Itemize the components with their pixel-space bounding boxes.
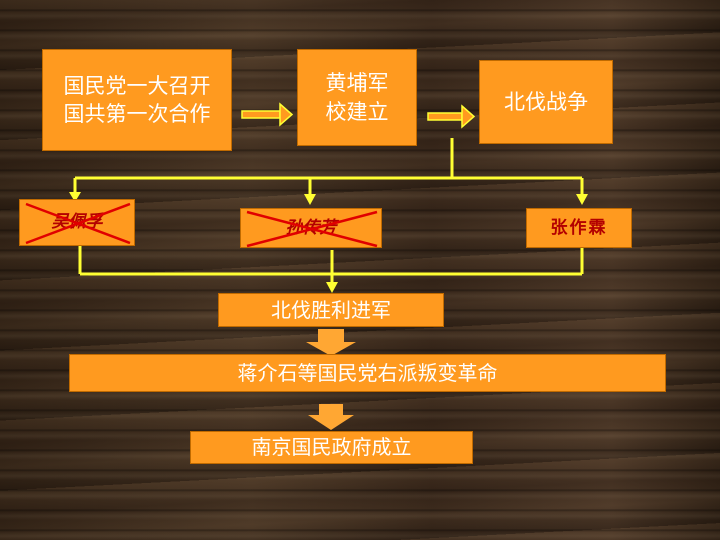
cross-mark-icon xyxy=(246,210,378,248)
arrow-congress-to-whampoa xyxy=(241,102,294,127)
node-victory-advance-label: 北伐胜利进军 xyxy=(271,297,391,322)
merge-connector xyxy=(78,246,584,284)
node-chiang-betrayal: 蒋介石等国民党右派叛变革命 xyxy=(69,354,666,392)
node-kmt-congress-line2: 国共第一次合作 xyxy=(63,102,211,126)
node-chiang-betrayal-label: 蒋介石等国民党右派叛变革命 xyxy=(237,360,498,385)
node-kmt-congress-line1: 国民党一大召开 xyxy=(63,73,211,98)
node-kmt-congress: 国民党一大召开 国共第一次合作 xyxy=(42,49,232,151)
node-wu-peifu: 吴佩孚 xyxy=(19,199,135,246)
node-whampoa-line2: 校建立 xyxy=(325,99,389,124)
down-arrow-2 xyxy=(308,404,354,430)
node-northern-expedition-label: 北伐战争 xyxy=(504,89,588,114)
merge-arrowhead xyxy=(326,282,338,293)
cross-mark-icon xyxy=(25,202,131,245)
node-whampoa-line1: 黄埔军 xyxy=(325,71,389,96)
node-whampoa-academy: 黄埔军 校建立 xyxy=(297,49,417,146)
node-nanjing-government: 南京国民政府成立 xyxy=(190,431,473,464)
node-victory-advance: 北伐胜利进军 xyxy=(218,293,444,327)
down-arrow-1 xyxy=(306,329,356,356)
node-zhang-zuolin: 张作霖 xyxy=(526,208,632,248)
node-nanjing-government-label: 南京国民政府成立 xyxy=(251,435,412,459)
node-zhang-zuolin-label: 张作霖 xyxy=(550,217,608,238)
arrow-whampoa-to-expedition xyxy=(427,104,476,129)
node-northern-expedition: 北伐战争 xyxy=(479,60,613,144)
branch-arrowheads xyxy=(69,192,588,205)
node-sun-chuanfang: 孙传芳 xyxy=(240,208,382,248)
